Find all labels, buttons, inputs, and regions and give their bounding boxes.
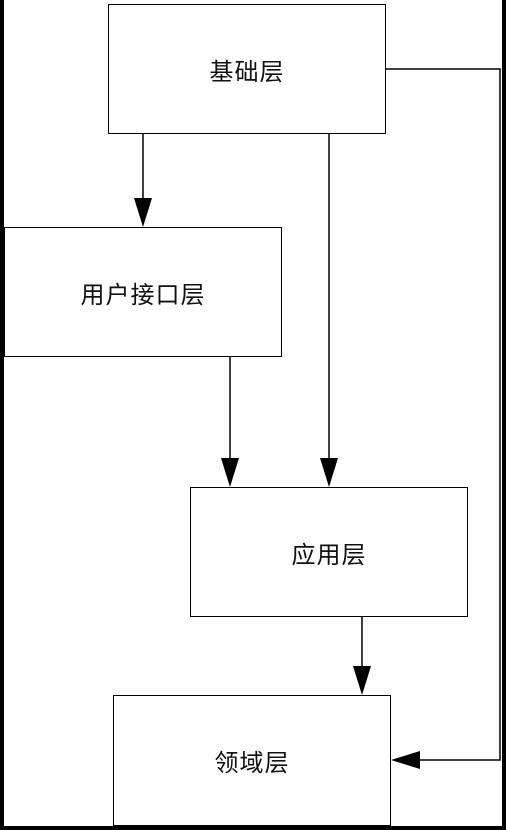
node-label: 应用层 <box>291 540 367 569</box>
node-label: 用户接口层 <box>80 280 206 309</box>
arrowhead-icon <box>134 198 152 227</box>
edge-foundation-to-user-interface <box>134 134 152 227</box>
edge-user-interface-to-application <box>221 357 239 487</box>
arrowhead-icon <box>391 751 420 769</box>
node-application-layer: 应用层 <box>190 487 468 617</box>
diagram-canvas <box>4 0 502 826</box>
node-foundation-layer: 基础层 <box>108 4 386 134</box>
arrowhead-icon <box>320 458 338 487</box>
edge-foundation-to-application <box>320 134 338 487</box>
edge-foundation-to-domain <box>386 68 501 769</box>
arrowhead-icon <box>353 666 371 695</box>
node-domain-layer: 领域层 <box>113 695 391 826</box>
node-label: 基础层 <box>209 57 285 86</box>
edge-application-to-domain <box>353 617 371 695</box>
node-label: 领域层 <box>214 749 290 777</box>
arrowhead-icon <box>221 458 239 487</box>
node-user-interface-layer: 用户接口层 <box>4 227 282 357</box>
